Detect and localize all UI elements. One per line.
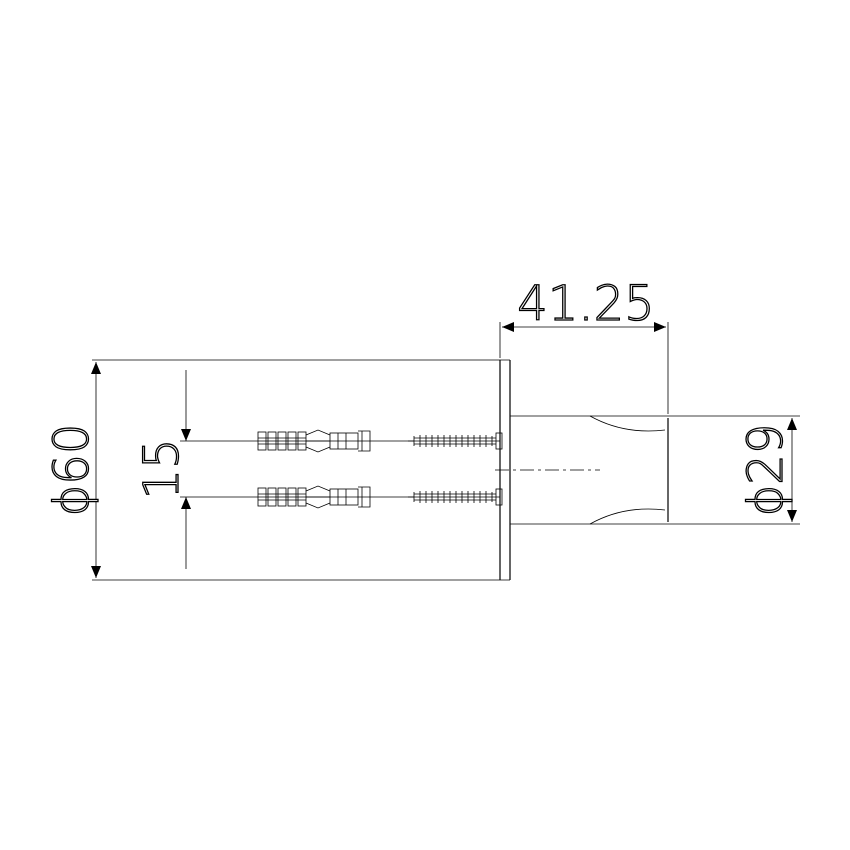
fixing-anchor-bottom bbox=[180, 485, 503, 509]
bar-outline bbox=[495, 415, 800, 525]
dimension-label-overall-diameter: ϕ60 bbox=[44, 424, 100, 517]
dimension-label-bar-diameter: ϕ29 bbox=[738, 424, 794, 517]
dimension-label-fixing-spacing: 15 bbox=[134, 438, 190, 499]
dimension-label-projection-length: 41.25 bbox=[517, 276, 654, 332]
fixing-anchor-top bbox=[180, 429, 503, 453]
dimension-projection-length bbox=[499, 322, 669, 414]
